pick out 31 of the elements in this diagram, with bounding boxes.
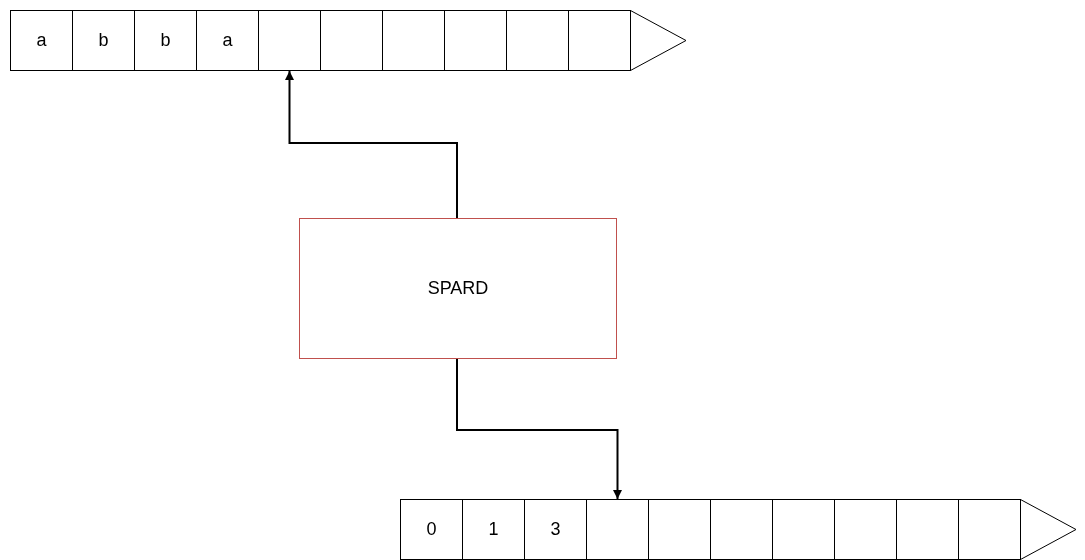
tape-cell xyxy=(258,10,321,71)
tape-cell xyxy=(958,499,1021,560)
tape-cell xyxy=(710,499,773,560)
cell-symbol: 1 xyxy=(488,519,499,540)
tape-cell xyxy=(524,499,587,560)
tape-cell xyxy=(896,499,959,560)
tape-cell xyxy=(568,10,631,71)
tape-cell xyxy=(772,499,835,560)
tape-cell xyxy=(648,499,711,560)
tape-cell xyxy=(586,499,649,560)
tape-cell xyxy=(834,499,897,560)
tape-cell xyxy=(462,499,525,560)
arrow xyxy=(285,70,458,219)
tape-cell xyxy=(506,10,569,71)
cell-symbol: b xyxy=(98,30,109,51)
tape-cell xyxy=(382,10,445,71)
tape-cell xyxy=(444,10,507,71)
cell-symbol: a xyxy=(36,30,47,51)
tape-cell xyxy=(10,10,73,71)
tape-cell xyxy=(320,10,383,71)
process-label: SPARD xyxy=(427,278,489,299)
tape-cell xyxy=(134,10,197,71)
cell-symbol: 0 xyxy=(426,519,437,540)
tape-cell xyxy=(196,10,259,71)
process-box xyxy=(299,218,617,359)
cell-symbol: b xyxy=(160,30,171,51)
arrow xyxy=(456,358,622,500)
cell-symbol: a xyxy=(222,30,233,51)
tape-cell xyxy=(400,499,463,560)
cell-symbol: 3 xyxy=(550,519,561,540)
tape-cell xyxy=(72,10,135,71)
